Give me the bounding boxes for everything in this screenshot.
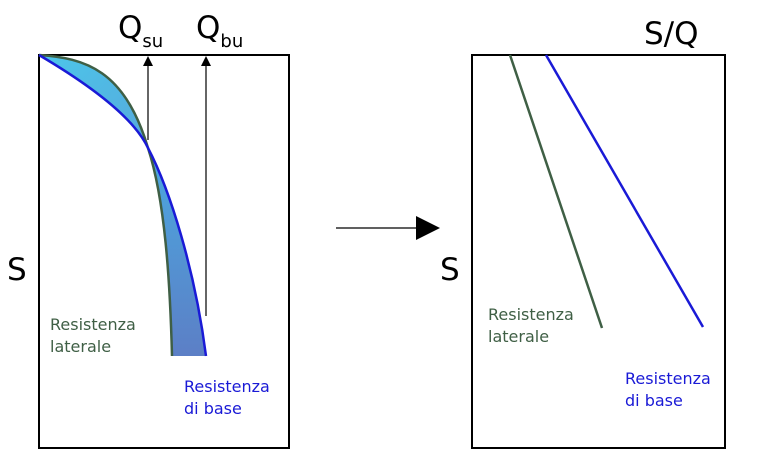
left-axis-label: S [7, 252, 27, 288]
right-axis-label: S [440, 252, 460, 288]
q-bu-label: Qbu [196, 10, 243, 52]
upper-shaded-region [39, 55, 148, 148]
q-su-arrow [143, 56, 153, 140]
right-lateral-label-line2: laterale [488, 327, 549, 346]
right-panel: S/Q S Resistenza laterale Resistenza di … [440, 16, 726, 449]
upward-arrow-icon [201, 56, 211, 66]
left-lateral-label-line2: laterale [50, 337, 111, 356]
right-base-label-line2: di base [625, 391, 683, 410]
left-base-label-line1: Resistenza [184, 377, 270, 396]
q-su-label: Qsu [118, 10, 163, 52]
right-base-label-line1: Resistenza [625, 369, 711, 388]
lateral-resistance-line [508, 54, 604, 329]
left-frame [38, 54, 290, 449]
q-bu-arrow [201, 56, 211, 316]
left-panel: Qsu Qbu S Resistenza laterale Resistenza… [7, 10, 290, 449]
right-lateral-label-line1: Resistenza [488, 305, 574, 324]
right-title: S/Q [644, 16, 699, 52]
base-resistance-line [544, 54, 705, 328]
transition-arrow-icon [336, 216, 440, 240]
upward-arrow-icon [143, 56, 153, 66]
base-resistance-curve [38, 53, 208, 357]
left-base-label-line2: di base [184, 399, 242, 418]
left-lateral-label-line1: Resistenza [50, 315, 136, 334]
lower-shaded-region [148, 148, 206, 356]
right-frame [471, 54, 726, 449]
